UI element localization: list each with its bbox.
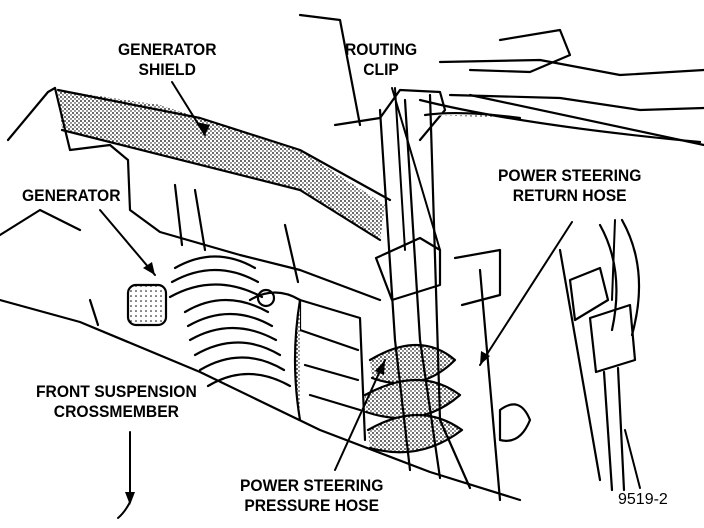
routing-clip-label-line2: CLIP	[363, 60, 399, 79]
generator-label-text: GENERATOR	[22, 186, 121, 205]
routing-clip-label-line1: ROUTING	[345, 40, 418, 59]
power-steering-return-hose-label: POWER STEERING RETURN HOSE	[498, 166, 641, 206]
generator-label: GENERATOR	[22, 186, 120, 206]
pressure-hose-part	[363, 98, 464, 480]
routing-clip-label: ROUTING CLIP	[345, 40, 417, 80]
front-suspension-crossmember-label: FRONT SUSPENSION CROSSMEMBER	[36, 382, 197, 422]
return-hose-part	[478, 218, 641, 502]
return-hose-label-line1: POWER STEERING	[498, 166, 642, 185]
upper-frame-part	[298, 13, 704, 147]
pressure-hose-label-line1: POWER STEERING	[240, 476, 384, 495]
power-steering-pressure-hose-label: POWER STEERING PRESSURE HOSE	[240, 476, 383, 516]
generator-shield-part	[6, 86, 392, 302]
generator-part	[126, 255, 367, 442]
pressure-hose-label-line2: PRESSURE HOSE	[244, 496, 380, 515]
arrowheads	[125, 122, 490, 505]
generator-shield-label-line1: GENERATOR	[118, 40, 217, 59]
generator-shield-label: GENERATOR SHIELD	[118, 40, 216, 80]
return-hose-label-line2: RETURN HOSE	[512, 186, 627, 205]
crossmember-label-line1: FRONT SUSPENSION	[36, 382, 197, 401]
front-suspension-crossmember-part	[0, 208, 522, 502]
figure-number: 9519-2	[618, 491, 668, 508]
generator-shield-label-line2: SHIELD	[138, 60, 196, 79]
routing-clip-part	[333, 88, 522, 490]
crossmember-label-line2: CROSSMEMBER	[53, 402, 179, 421]
